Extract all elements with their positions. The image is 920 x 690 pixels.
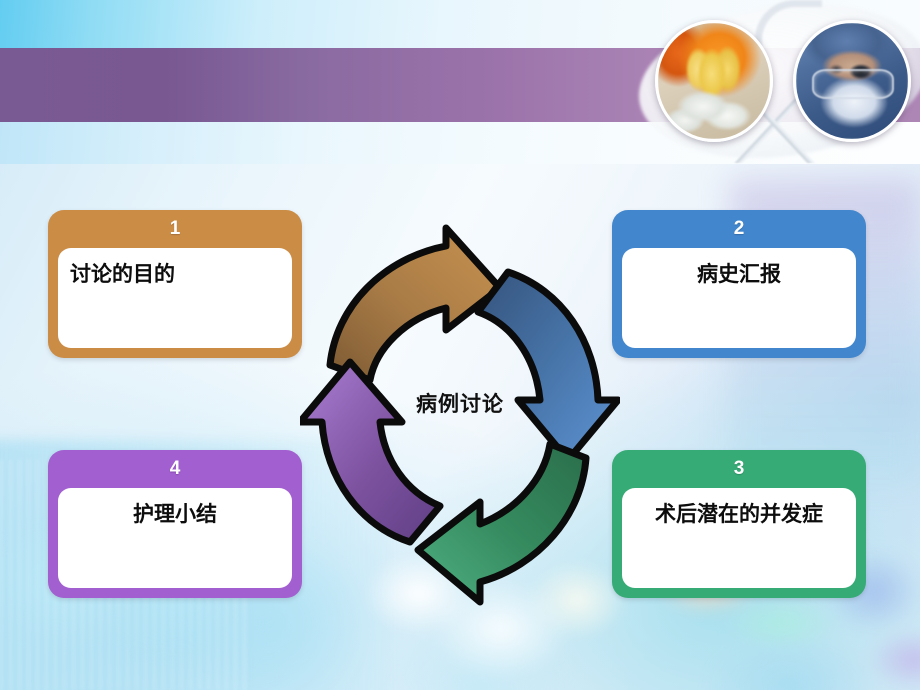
topic-card-4-panel <box>58 488 292 588</box>
topic-card-3-label: 术后潜在的并发症 <box>655 501 823 526</box>
topic-card-2-label: 病史汇报 <box>697 261 781 286</box>
cycle-center-label: 病例讨论 <box>416 391 504 416</box>
topic-card-1-panel <box>58 248 292 348</box>
topic-card-2[interactable]: 2 病史汇报 <box>612 210 866 358</box>
pill-bottle-photo <box>655 20 773 142</box>
topic-card-3-panel <box>622 488 856 588</box>
topic-card-1[interactable]: 1 讨论的目的 <box>48 210 302 358</box>
topic-card-1-number: 1 <box>169 218 181 239</box>
topic-card-2-number: 2 <box>733 218 745 239</box>
glasses-icon <box>812 69 894 99</box>
cycle-arrow-green <box>414 440 590 606</box>
topic-card-3-number: 3 <box>733 458 745 479</box>
cycle-arrow-blue <box>474 268 620 464</box>
cycle-arrow-brown <box>326 224 504 384</box>
pill-bottle-art <box>658 23 770 139</box>
topic-card-2-panel <box>622 248 856 348</box>
topic-card-1-label: 讨论的目的 <box>70 261 175 286</box>
topic-card-3[interactable]: 3 术后潜在的并发症 <box>612 450 866 598</box>
topic-card-4[interactable]: 4 护理小结 <box>48 450 302 598</box>
topic-card-4-label: 护理小结 <box>133 501 217 526</box>
topic-card-4-number: 4 <box>169 458 181 479</box>
cycle-diagram: 病例讨论 <box>300 210 620 630</box>
cycle-arrow-purple <box>300 358 444 546</box>
surgeon-photo <box>793 20 911 142</box>
